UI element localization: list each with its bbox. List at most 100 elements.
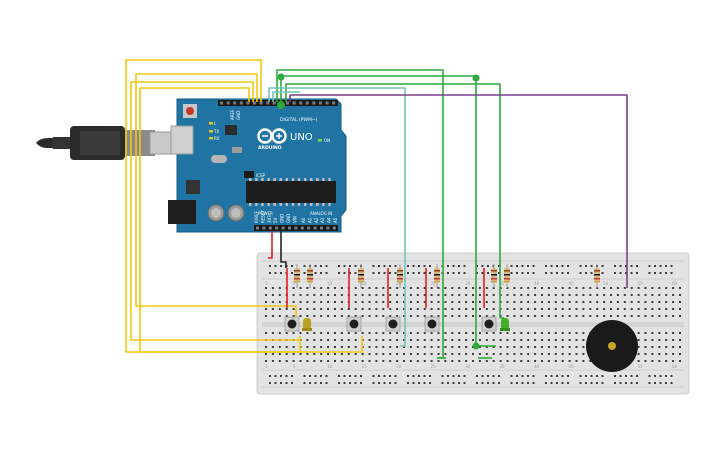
column-number: 55 [638, 364, 644, 369]
column-number: 50 [603, 281, 609, 286]
resistor[interactable] [594, 264, 600, 288]
column-number: 35 [500, 364, 506, 369]
rx-led [209, 137, 213, 140]
led-green[interactable] [500, 318, 510, 331]
push-button[interactable] [481, 316, 497, 332]
push-button[interactable] [346, 316, 362, 332]
analog-pin-label: A5 [333, 217, 338, 223]
resistor[interactable] [491, 264, 497, 288]
push-button[interactable] [424, 316, 440, 332]
resistor[interactable] [434, 264, 440, 288]
icsp-header: ICSP [244, 171, 266, 178]
wire-yellow-3[interactable] [130, 81, 300, 341]
power-pin-label: GND [286, 214, 291, 223]
wire-junction-3[interactable] [472, 342, 480, 350]
piezo-buzzer[interactable] [586, 320, 638, 372]
svg-text:ICSP: ICSP [256, 173, 266, 178]
wire-red-5v[interactable] [268, 231, 273, 259]
on-led [318, 139, 322, 142]
wire-teal-2[interactable] [272, 91, 300, 102]
rx-label: RX [214, 136, 220, 141]
column-number: 55 [638, 281, 644, 286]
power-label: POWER [258, 211, 273, 216]
reset-button-cap[interactable] [186, 107, 194, 115]
tx-led [209, 130, 213, 133]
resistor[interactable] [307, 264, 313, 288]
led-yellow[interactable] [302, 318, 312, 331]
aref-label: AREF [230, 109, 235, 120]
power-pin-label: RESET [260, 210, 265, 223]
column-number: 5 [293, 281, 296, 286]
column-number: 20 [396, 281, 402, 286]
gnd-label: GND [236, 111, 241, 120]
resistor[interactable] [397, 264, 403, 288]
power-pin-label: 3V3 [267, 215, 272, 223]
column-number: 15 [362, 364, 368, 369]
wire-yellow-1[interactable] [125, 59, 301, 353]
atmega-chip [246, 181, 336, 203]
resistor[interactable] [294, 264, 300, 288]
arduino-uno-board[interactable]: L TX RX ON ICSP UNO ARDUINO DIGITAL (PWM… [168, 98, 347, 233]
analog-pin-label: A3 [320, 217, 325, 223]
analog-label: ANALOG IN [310, 211, 332, 216]
usb-port [170, 125, 194, 155]
wire-yellow-4[interactable] [139, 87, 363, 353]
l-led [209, 122, 213, 125]
analog-pin-label: A4 [327, 217, 332, 223]
power-pin-label: VIN [292, 216, 297, 223]
wire-yellow-2[interactable] [135, 73, 297, 320]
wire-junction-2[interactable] [472, 74, 480, 82]
column-number: 15 [362, 281, 368, 286]
column-number: 1 [265, 281, 268, 286]
analog-pin-label: A1 [307, 217, 312, 223]
push-buttons[interactable] [284, 316, 497, 332]
column-number: 40 [534, 281, 540, 286]
column-number: 60 [672, 281, 678, 286]
column-number: 30 [465, 364, 471, 369]
analog-pin-label: A0 [301, 217, 306, 223]
push-button[interactable] [284, 316, 300, 332]
wires[interactable] [125, 59, 628, 359]
power-jack [168, 200, 196, 224]
column-number: 1 [265, 364, 268, 369]
resistors[interactable] [294, 264, 600, 288]
tx-label: TX [213, 129, 219, 134]
wire-black-gnd[interactable] [280, 231, 287, 268]
digital-label: DIGITAL (PWM~) [280, 117, 318, 123]
column-number: 35 [500, 281, 506, 286]
resistor[interactable] [358, 264, 364, 288]
model-text: UNO [290, 132, 313, 143]
usb-cable [36, 126, 181, 160]
wire-teal-1[interactable] [268, 87, 406, 347]
power-pin-label: IOREF [254, 210, 259, 223]
column-number: 30 [465, 281, 471, 286]
arduino-logo [257, 128, 287, 144]
power-pin-label: GND [280, 214, 285, 223]
column-number: 10 [327, 364, 333, 369]
column-number: 45 [569, 281, 575, 286]
breadboard[interactable]: 1155101015152020252530303535404045455050… [256, 252, 690, 395]
column-number: 45 [569, 364, 575, 369]
power-pin-label: 5V [273, 217, 278, 223]
column-number: 60 [672, 364, 678, 369]
column-number: 20 [396, 364, 402, 369]
column-number: 5 [293, 364, 296, 369]
column-number: 25 [431, 281, 437, 286]
column-number: 40 [534, 364, 540, 369]
column-number: 10 [327, 281, 333, 286]
brand-text: ARDUINO [258, 145, 282, 151]
crystal [211, 155, 227, 163]
l-label: L [214, 121, 217, 126]
resistor[interactable] [504, 264, 510, 288]
voltage-regulator [186, 180, 200, 194]
push-button[interactable] [385, 316, 401, 332]
wire-purple[interactable] [289, 94, 628, 288]
wire-green-3[interactable] [285, 83, 504, 319]
wire-junction-1[interactable] [277, 73, 285, 81]
on-label: ON [324, 138, 330, 143]
analog-pin-label: A2 [314, 217, 319, 223]
column-number: 25 [431, 364, 437, 369]
